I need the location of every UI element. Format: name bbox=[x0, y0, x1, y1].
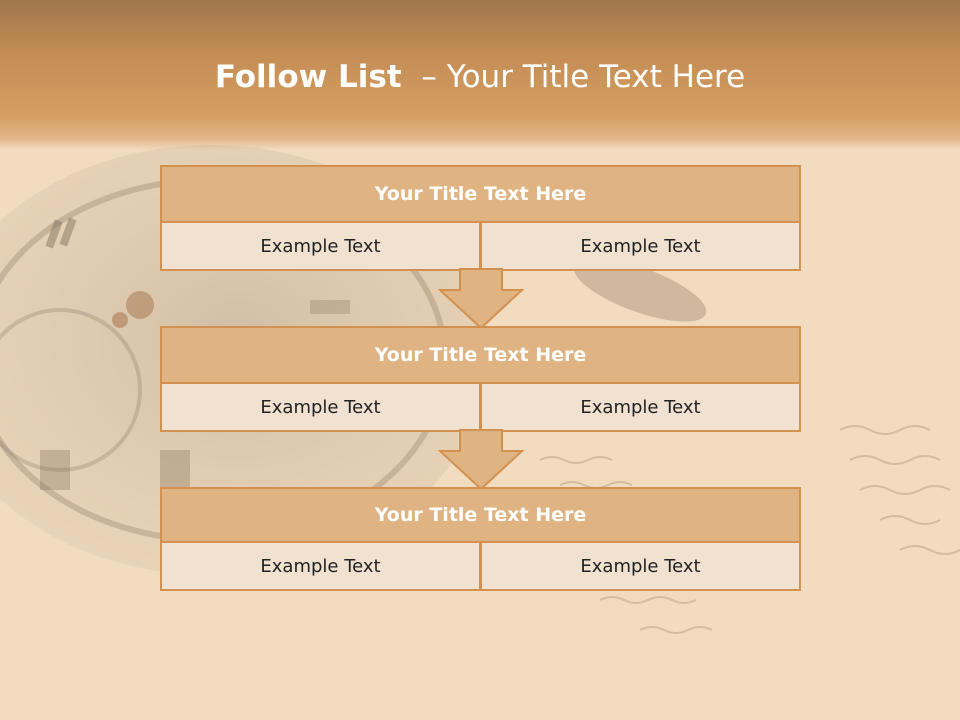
list-block-3: Your Title Text Here Example Text Exampl… bbox=[160, 487, 801, 591]
header-band bbox=[0, 0, 960, 150]
block-3-left-cell: Example Text bbox=[160, 541, 481, 591]
block-2-title: Your Title Text Here bbox=[160, 326, 801, 384]
block-3-right-cell: Example Text bbox=[480, 541, 801, 591]
block-1-right-cell: Example Text bbox=[480, 221, 801, 271]
list-block-2: Your Title Text Here Example Text Exampl… bbox=[160, 326, 801, 432]
block-2-row: Example Text Example Text bbox=[160, 382, 801, 432]
block-2-left-cell: Example Text bbox=[160, 382, 481, 432]
down-arrow-1-icon bbox=[438, 268, 524, 330]
block-1-left-cell: Example Text bbox=[160, 221, 481, 271]
block-1-row: Example Text Example Text bbox=[160, 221, 801, 271]
block-1-title: Your Title Text Here bbox=[160, 165, 801, 223]
title-strong-part: Follow List bbox=[214, 59, 402, 95]
block-3-row: Example Text Example Text bbox=[160, 541, 801, 591]
slide-title: Follow List – Your Title Text Here bbox=[0, 55, 960, 99]
title-rest-part: – Your Title Text Here bbox=[401, 59, 746, 95]
block-2-right-cell: Example Text bbox=[480, 382, 801, 432]
list-block-1: Your Title Text Here Example Text Exampl… bbox=[160, 165, 801, 271]
down-arrow-2-icon bbox=[438, 429, 524, 491]
block-3-title: Your Title Text Here bbox=[160, 487, 801, 543]
